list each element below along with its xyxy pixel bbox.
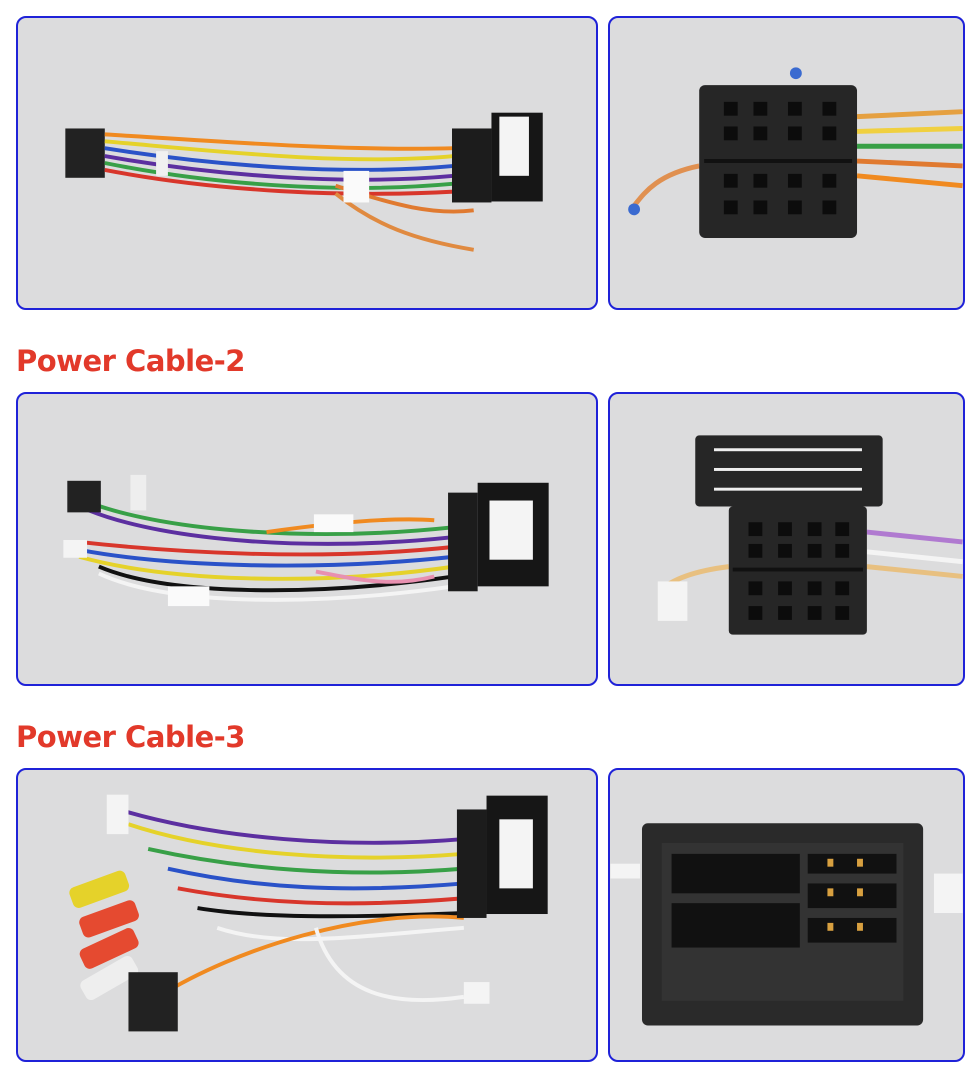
section-heading-power-cable-3: Power Cable-3 [16,720,245,754]
cable-2-harness-photo [16,392,598,686]
cable-2-connector-photo [608,392,965,686]
cable-3-harness-photo [16,768,598,1062]
cable-1-connector-photo [608,16,965,310]
cable-3-connector-photo [608,768,965,1062]
section-heading-power-cable-2: Power Cable-2 [16,344,245,378]
cable-1-harness-photo [16,16,598,310]
